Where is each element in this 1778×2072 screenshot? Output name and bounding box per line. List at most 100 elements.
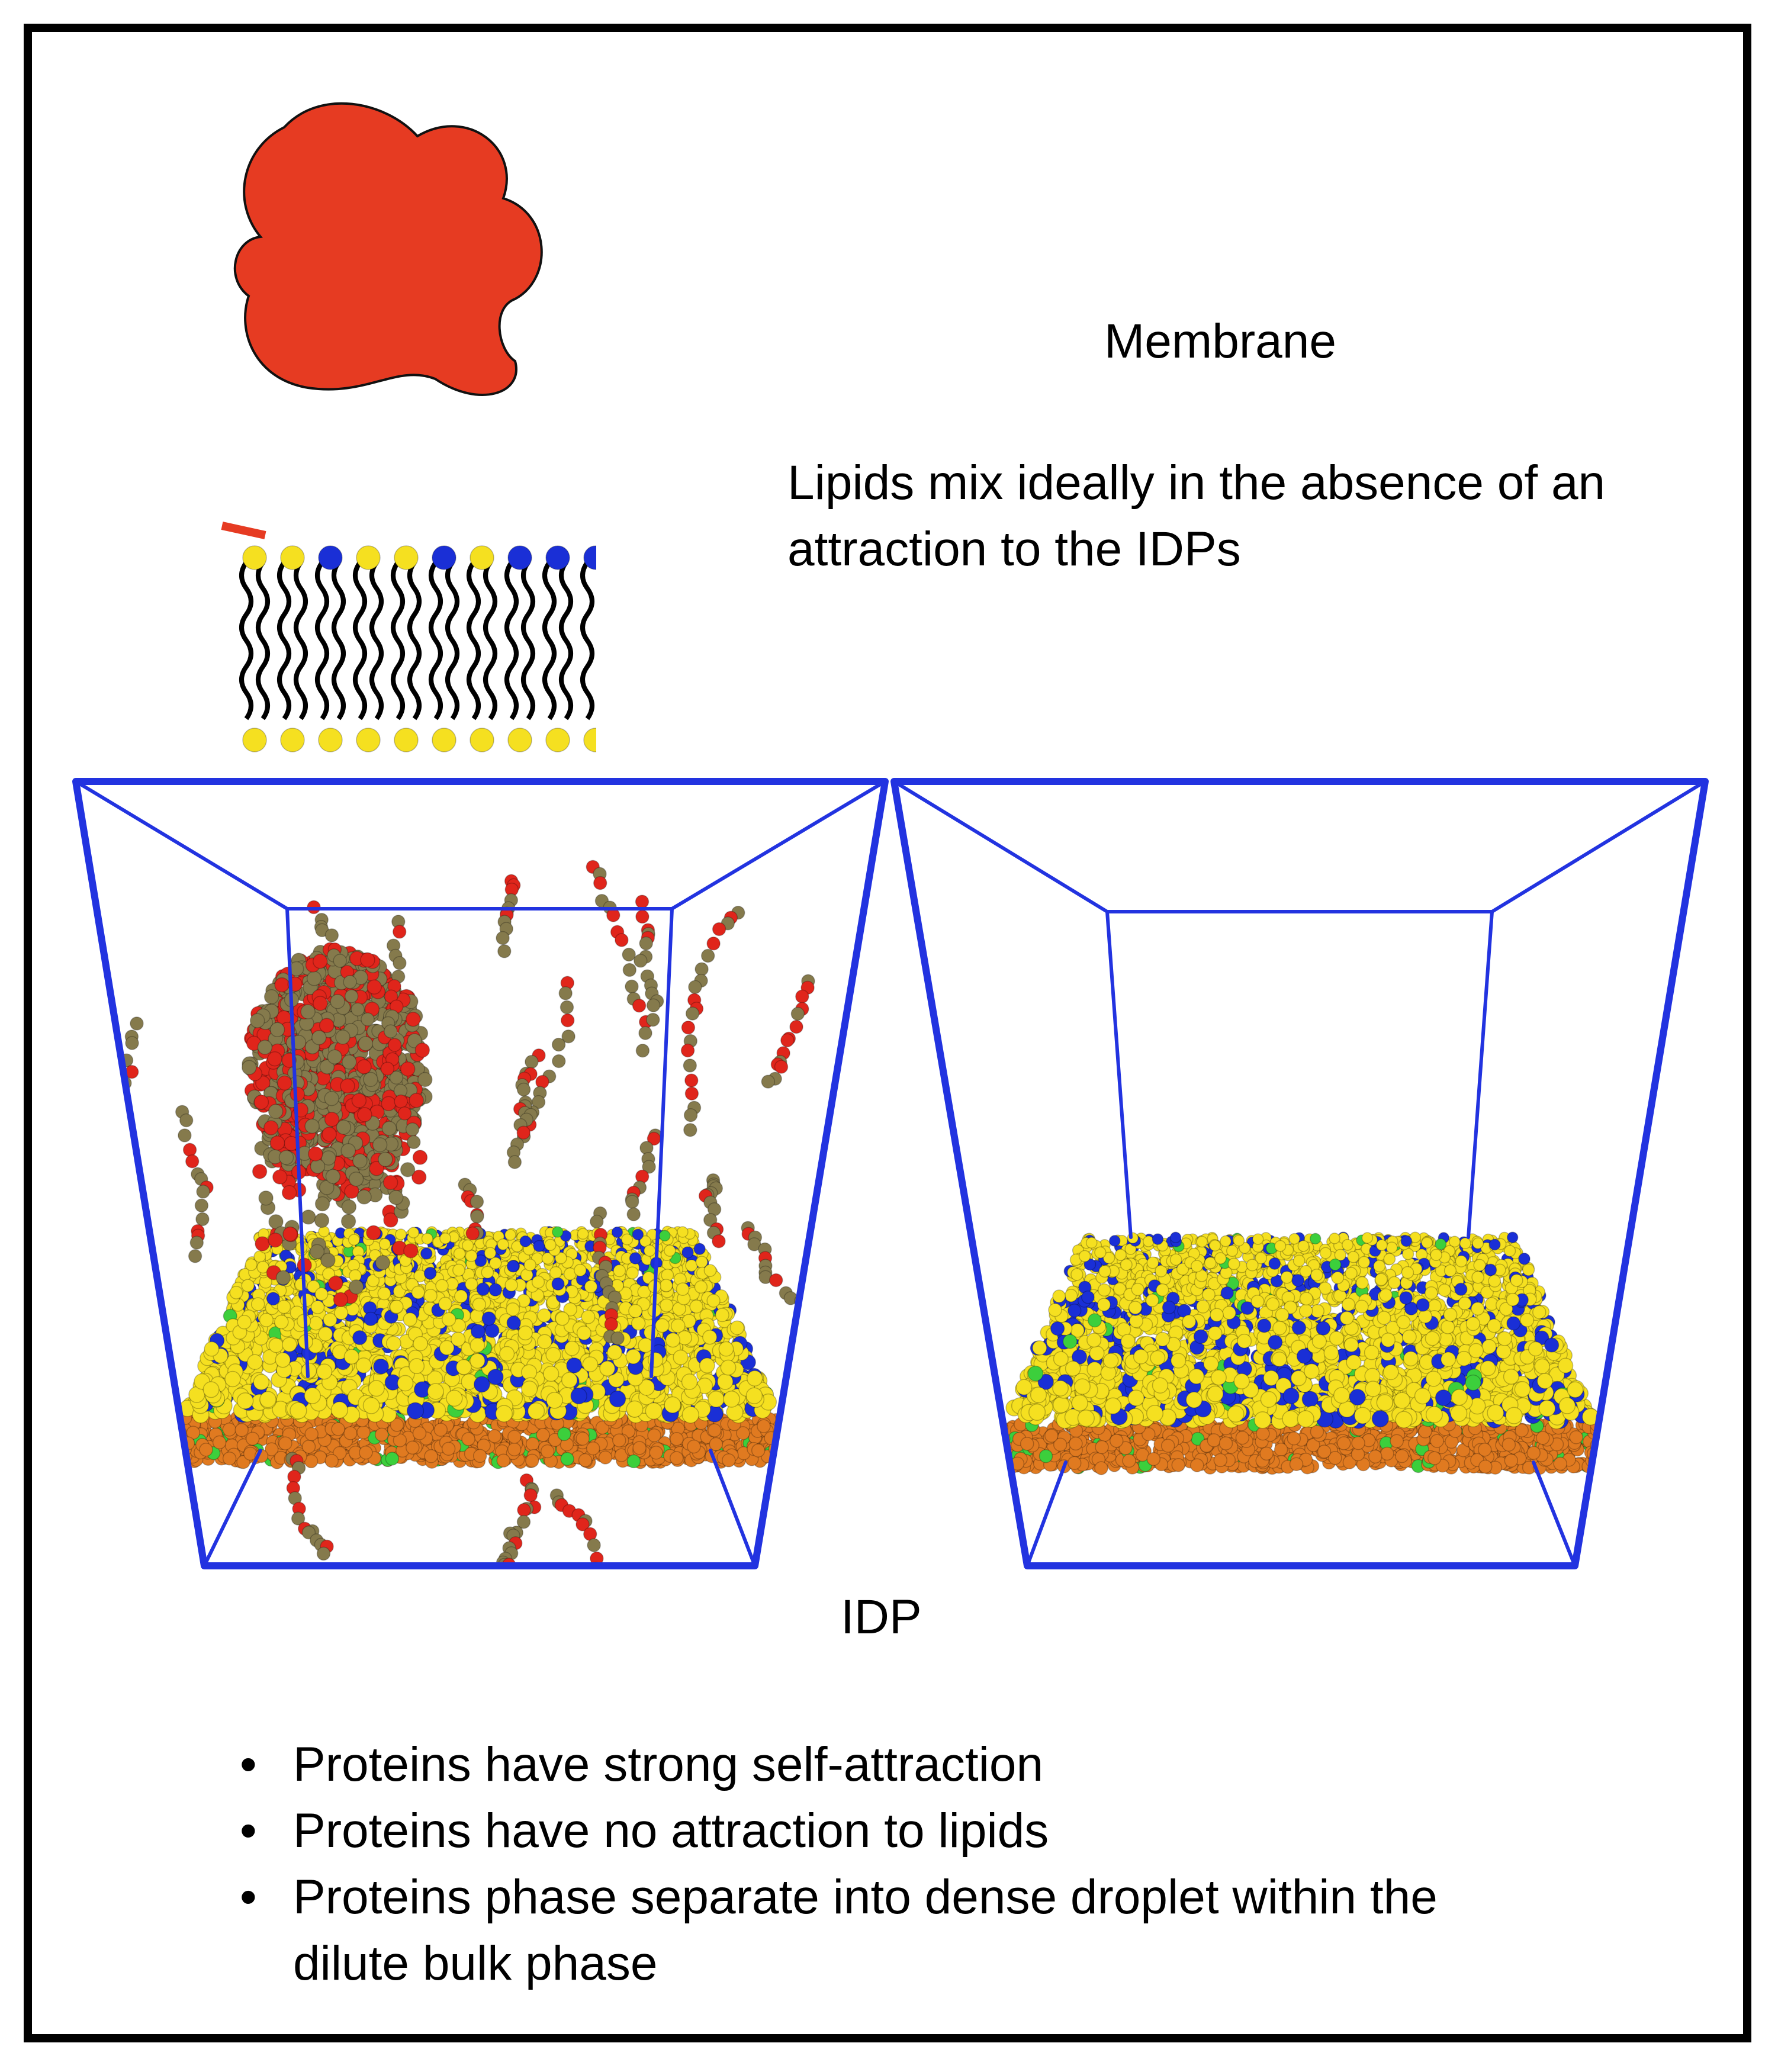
- lipid-bead: [406, 1402, 425, 1420]
- lipid-bead: [673, 1349, 689, 1366]
- lipid-bead: [723, 1391, 740, 1408]
- lipid-head: [394, 545, 419, 570]
- idp-bead: [496, 1584, 509, 1597]
- lipid-bead: [536, 1428, 550, 1442]
- lipid-bead: [544, 1238, 557, 1251]
- lipid-bead: [582, 1356, 599, 1372]
- lipid-bead: [409, 1358, 425, 1375]
- idp-bead: [268, 1103, 284, 1119]
- lipid-bead: [441, 1442, 456, 1456]
- idp-bead: [263, 1120, 279, 1135]
- lipid-bead: [626, 1266, 639, 1280]
- idp-bead: [634, 954, 648, 968]
- idp-bead: [695, 962, 709, 976]
- lipid-bead: [574, 1263, 587, 1277]
- idp-bead: [516, 1082, 531, 1097]
- lipid-bead: [521, 1381, 538, 1398]
- lipid-bead: [545, 1347, 561, 1363]
- idp-bead: [681, 1020, 696, 1035]
- lipid-bead: [664, 1244, 676, 1257]
- idp-bead: [106, 1111, 120, 1126]
- lipid-bead: [259, 1391, 276, 1408]
- idp-bead: [507, 1155, 522, 1169]
- idp-bead: [593, 876, 607, 890]
- lipid-bead: [506, 1315, 521, 1330]
- lipid-head: [280, 545, 305, 570]
- idp-bead: [417, 1072, 433, 1088]
- lipid-bead: [527, 1402, 545, 1420]
- idp-bead: [269, 1135, 285, 1151]
- idp-bead: [516, 1125, 530, 1140]
- lipid-bead: [224, 1370, 241, 1388]
- idp-bead: [625, 1195, 639, 1209]
- lipid-bead: [389, 1299, 404, 1314]
- lipid-bead: [570, 1387, 587, 1405]
- lipid-bead: [385, 1452, 400, 1466]
- lipid-bead: [199, 1442, 213, 1457]
- idp-bead: [384, 1024, 398, 1038]
- idp-bead: [361, 1012, 375, 1027]
- lipid-bead: [694, 1280, 708, 1294]
- lipid-head: [507, 728, 532, 752]
- lipid-bead: [403, 1312, 417, 1327]
- idp-bead: [685, 1006, 700, 1021]
- lipid-bead: [660, 1298, 674, 1312]
- lipid-bead: [377, 1286, 391, 1301]
- lipid-bead: [282, 1337, 297, 1353]
- lipid-head: [583, 545, 596, 570]
- lipid-bead: [584, 1280, 598, 1294]
- idp-bead: [319, 1018, 335, 1033]
- lipid-bead: [481, 1311, 496, 1326]
- lipid-bead: [470, 1337, 486, 1353]
- lipid-bilayer-icon: [239, 545, 596, 752]
- lipid-bead: [352, 1330, 368, 1346]
- lipid-bead: [308, 1315, 323, 1331]
- lipid-bead: [560, 1452, 574, 1466]
- idp-bead: [639, 936, 653, 951]
- lipid-bead: [454, 1289, 468, 1304]
- idp-bead: [340, 1214, 356, 1229]
- idp-bead: [324, 928, 339, 942]
- idp-bead: [249, 1013, 265, 1028]
- lipid-bead: [720, 1359, 737, 1376]
- idp-bead: [838, 1339, 853, 1354]
- lipid-bead: [659, 1279, 673, 1292]
- lipid-bead: [540, 1444, 555, 1459]
- lipid-bead: [406, 1440, 420, 1455]
- lipid-bead: [632, 1228, 644, 1241]
- lipid-bead: [237, 1315, 252, 1330]
- lipid-bead: [599, 1360, 616, 1377]
- lipid-bead: [452, 1263, 465, 1277]
- idp-bead: [275, 1270, 291, 1285]
- idp-bead: [388, 1190, 404, 1205]
- idp-bead: [341, 1199, 357, 1215]
- lipid-bead: [465, 1249, 478, 1262]
- idp-bead: [517, 1502, 531, 1517]
- lipid-bead: [531, 1275, 545, 1289]
- lipid-head: [356, 545, 381, 570]
- idp-bead: [324, 1112, 340, 1127]
- lipid-bead: [310, 1300, 325, 1314]
- idp-bead: [414, 1043, 430, 1058]
- idp-bead: [321, 1127, 337, 1142]
- idp-bead: [407, 1135, 421, 1150]
- lipid-bead: [318, 1326, 333, 1341]
- lipid-bead: [275, 1352, 291, 1368]
- idp-bead: [789, 1019, 803, 1034]
- lipid-bead: [687, 1439, 701, 1454]
- idp-bead: [242, 1060, 257, 1075]
- lipid-bead: [722, 1453, 736, 1468]
- lipid-bead: [681, 1373, 698, 1390]
- idp-bead: [314, 1196, 330, 1212]
- lipid-bead: [497, 1238, 509, 1251]
- idp-bead: [393, 956, 407, 970]
- idp-bead: [276, 1075, 292, 1091]
- lipid-bead: [411, 1285, 425, 1299]
- lipid-bead: [507, 1442, 522, 1456]
- lipid-bead: [250, 1297, 265, 1311]
- idp-bead: [99, 1128, 114, 1143]
- idp-bead: [590, 1214, 604, 1229]
- lipid-bead: [626, 1454, 641, 1469]
- lipid-bead: [577, 1228, 589, 1240]
